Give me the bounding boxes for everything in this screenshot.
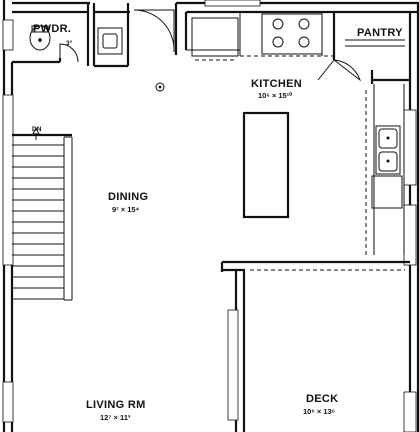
dishwasher-icon xyxy=(371,175,403,209)
living-room-size: 12⁷ × 11³ xyxy=(100,413,131,422)
stair: DN xyxy=(12,126,73,301)
range-icon xyxy=(261,13,323,55)
dining-label: DINING xyxy=(108,191,148,203)
toilet-tank-icon xyxy=(31,25,49,33)
stair-direction-label: DN xyxy=(32,126,42,133)
refrigerator-icon xyxy=(191,17,239,57)
deck-label: DECK xyxy=(306,393,338,405)
powder-room-size: 3° xyxy=(66,39,73,47)
pantry-label: PANTRY xyxy=(357,27,403,39)
sink-vanity-icon xyxy=(97,27,123,55)
pantry-door xyxy=(333,59,362,82)
deck-walls xyxy=(220,260,410,432)
kitchen-label: KITCHEN xyxy=(251,78,302,90)
stair-treads xyxy=(12,144,64,300)
kitchen-upper xyxy=(186,12,335,61)
ceiling-fixture-icon xyxy=(155,82,165,92)
powder-door xyxy=(59,43,79,63)
living-room-label: LIVING RM xyxy=(86,399,146,411)
kitchen-sink-icon xyxy=(375,125,401,175)
entry-door xyxy=(133,9,175,53)
powder-room: PWDR. 3° xyxy=(29,23,123,63)
dining-size: 9¹ × 15⁴ xyxy=(112,205,140,214)
pantry: PANTRY xyxy=(317,12,410,84)
powder-room-label: PWDR. xyxy=(33,23,71,35)
kitchen-island xyxy=(242,111,290,219)
deck-size: 10⁶ × 13⁶ xyxy=(303,407,335,416)
kitchen-size: 10⁶ × 15¹⁰ xyxy=(258,91,293,100)
kitchen-counter xyxy=(365,84,405,255)
